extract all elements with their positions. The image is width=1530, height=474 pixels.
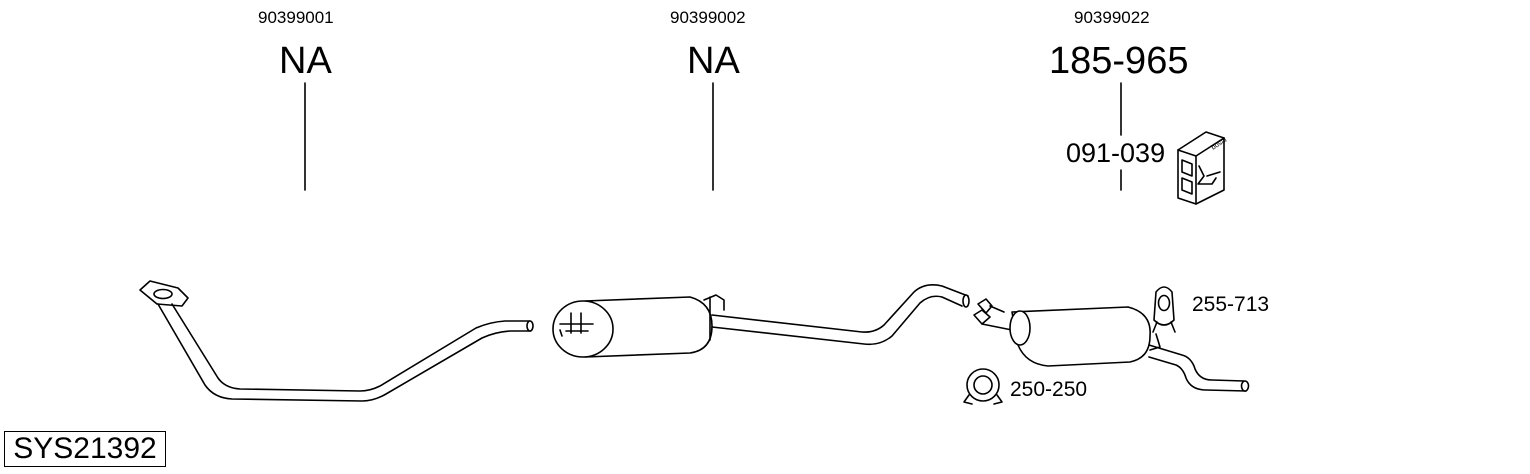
oem-number-2: 90399002 (670, 8, 746, 27)
oem-number-1: 90399001 (258, 8, 334, 27)
oem-number-3: 90399022 (1074, 8, 1150, 27)
front-pipe-illustration (139, 280, 534, 402)
rubber-hanger-icon (1152, 286, 1176, 333)
hanger-part-number[interactable]: 255-713 (1192, 293, 1270, 316)
fitting-kit-part-number[interactable]: 091-039 (1066, 138, 1166, 168)
part-number-3[interactable]: 185-965 (1049, 40, 1189, 82)
centre-silencer-illustration (552, 284, 970, 358)
part-number-2[interactable]: NA (687, 40, 740, 82)
system-code-box: SYS21392 (4, 431, 166, 467)
clamp-part-number[interactable]: 250-250 (1010, 378, 1088, 401)
bosal-fitting-kit-box-icon: bosal (1177, 131, 1228, 205)
rear-silencer-illustration (973, 298, 1250, 392)
part-number-1[interactable]: NA (279, 40, 332, 82)
pipe-clamp-icon (963, 368, 1003, 405)
